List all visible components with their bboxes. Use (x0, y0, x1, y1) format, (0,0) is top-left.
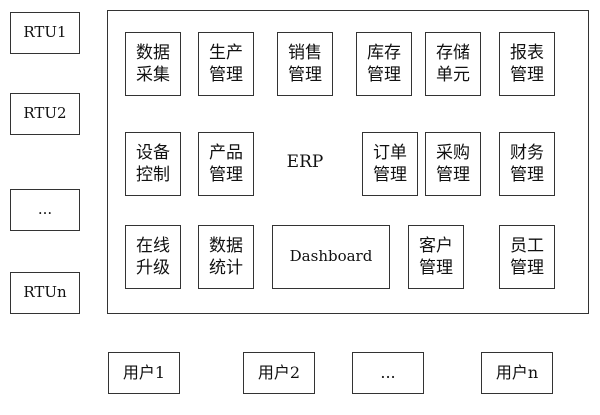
user-box-1: 用户1 (108, 352, 180, 394)
module-inventory: 库存 管理 (356, 32, 412, 96)
erp-label: ERP (286, 152, 324, 172)
module-storage-unit: 存储 单元 (425, 32, 481, 96)
module-data-collection: 数据 采集 (125, 32, 181, 96)
module-staff: 员工 管理 (499, 225, 555, 289)
module-customers: 客户 管理 (408, 225, 464, 289)
module-orders: 订单 管理 (362, 132, 418, 196)
rtu-box-1: RTU1 (10, 12, 80, 54)
module-device-control: 设备 控制 (125, 132, 181, 196)
user-box-ellipsis: ... (352, 352, 424, 394)
module-sales: 销售 管理 (277, 32, 333, 96)
user-box-n: 用户n (481, 352, 553, 394)
module-online-upgrade: 在线 升级 (125, 225, 181, 289)
module-reports: 报表 管理 (499, 32, 555, 96)
user-box-2: 用户2 (243, 352, 315, 394)
rtu-box-ellipsis: ... (10, 189, 80, 231)
module-production: 生产 管理 (198, 32, 254, 96)
rtu-box-2: RTU2 (10, 93, 80, 135)
rtu-box-n: RTUn (10, 272, 80, 314)
module-dashboard: Dashboard (272, 225, 390, 289)
module-data-statistics: 数据 统计 (198, 225, 254, 289)
module-purchasing: 采购 管理 (425, 132, 481, 196)
module-finance: 财务 管理 (499, 132, 555, 196)
module-product: 产品 管理 (198, 132, 254, 196)
